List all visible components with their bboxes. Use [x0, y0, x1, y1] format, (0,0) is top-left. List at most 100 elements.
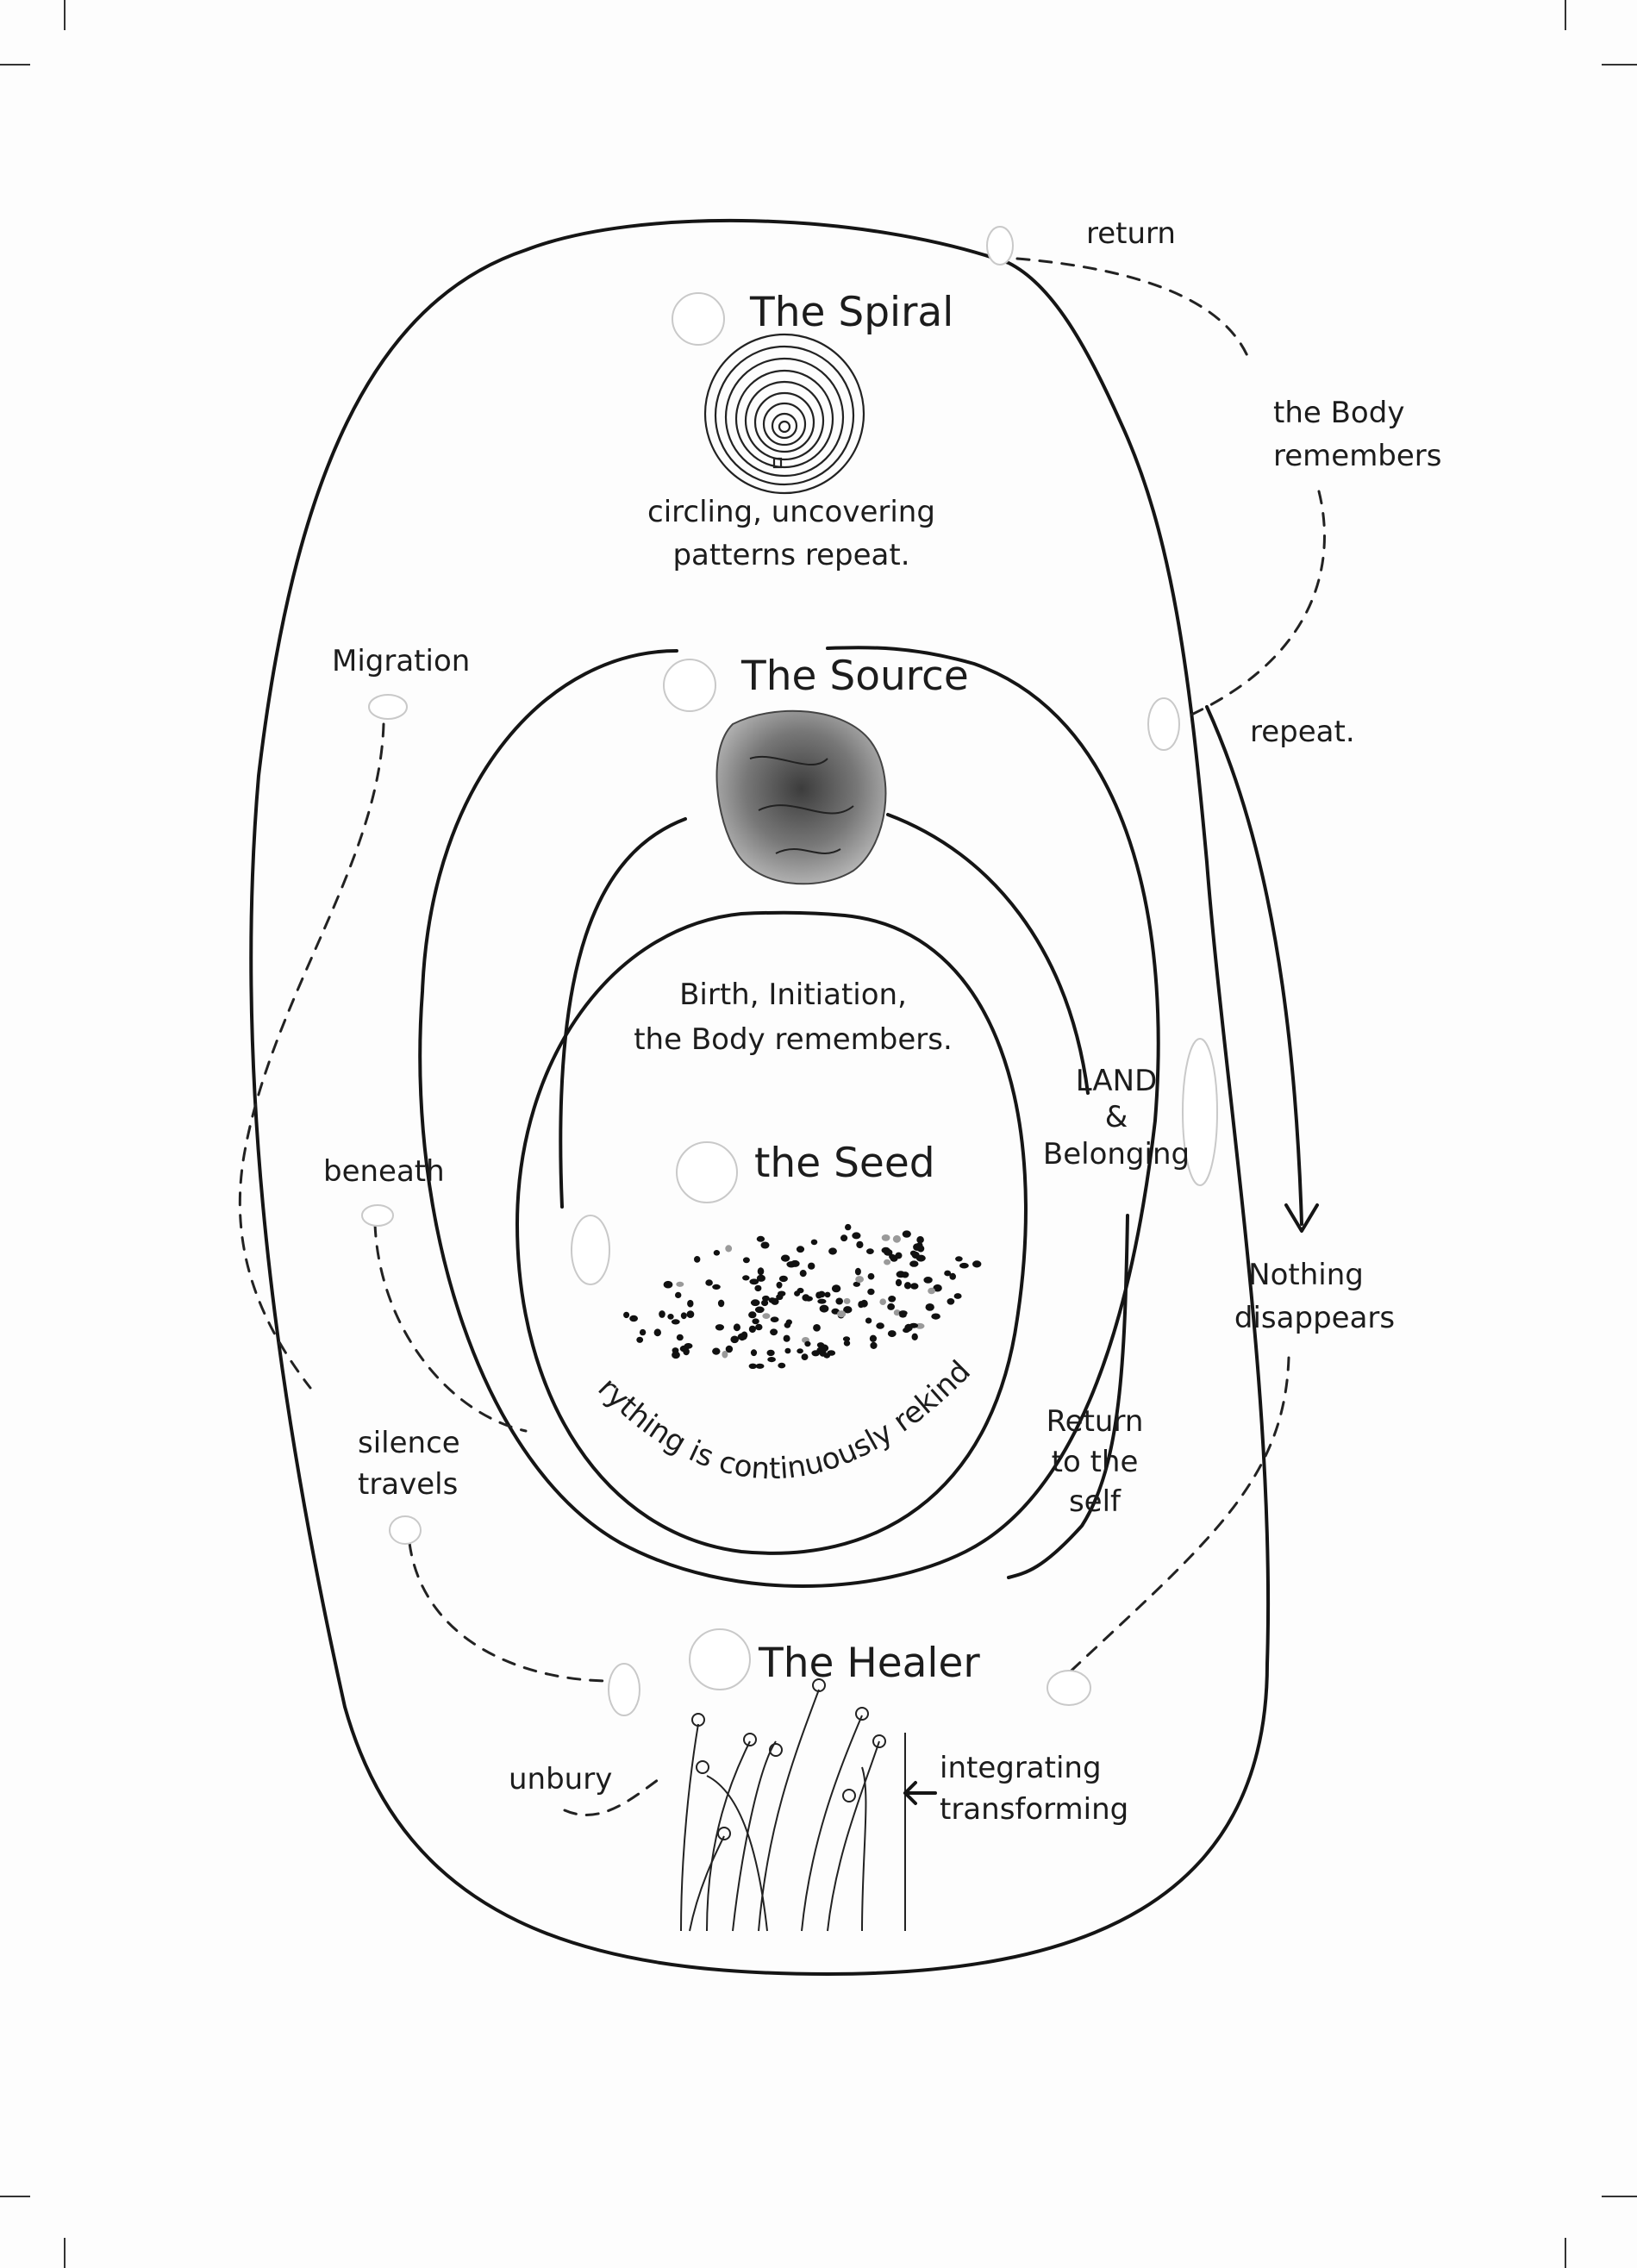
seed-dot	[949, 1272, 956, 1280]
seed-dot	[756, 1274, 766, 1282]
seed-dot	[931, 1313, 940, 1320]
seed-dot	[856, 1240, 864, 1249]
label-unbury: unbury	[509, 1762, 612, 1796]
seed-dot	[686, 1310, 695, 1318]
seed-dot	[680, 1312, 687, 1320]
seed-dot	[713, 1250, 721, 1256]
label-return-self-2: to the	[1052, 1445, 1139, 1479]
seed-dot	[667, 1314, 674, 1320]
seed-dot	[892, 1234, 901, 1243]
seed-dot	[887, 1303, 895, 1310]
dash-body-remembers	[1188, 490, 1326, 717]
seed-dot	[819, 1304, 829, 1313]
seed-dot	[748, 1325, 757, 1334]
stone-icon	[715, 709, 887, 885]
seed-dot	[903, 1328, 910, 1334]
spiral-caption-2: patterns repeat.	[672, 538, 909, 572]
dash-return	[1015, 257, 1252, 364]
seed-dot	[944, 1270, 952, 1277]
healer-flowers-icon	[680, 1678, 906, 1932]
seed-dot	[898, 1310, 908, 1316]
seed-dot	[858, 1301, 865, 1309]
label-silence-1: silence	[358, 1426, 460, 1460]
integrating-arrow	[903, 1781, 937, 1805]
seed-dot	[810, 1239, 818, 1246]
seed-dot	[754, 1306, 765, 1314]
dash-nothing	[1059, 1356, 1290, 1683]
seed-dot	[750, 1349, 758, 1357]
label-repeat: repeat.	[1250, 715, 1355, 749]
label-migration: Migration	[332, 644, 470, 678]
cloud-markers	[361, 226, 1218, 1716]
seed-dots	[623, 1223, 982, 1370]
seed-dot	[824, 1291, 831, 1298]
seed-dot	[675, 1291, 682, 1298]
seed-dot	[813, 1324, 821, 1332]
seed-dot	[903, 1282, 912, 1290]
seed-dot	[766, 1349, 775, 1357]
seed-caption-top-1: Birth, Initiation,	[679, 978, 907, 1012]
seed-dot	[778, 1290, 786, 1296]
seed-dot	[855, 1276, 864, 1284]
source-loop	[418, 646, 1160, 1588]
seed-dot	[672, 1351, 680, 1359]
seed-dot	[771, 1297, 779, 1305]
seed-dot	[925, 1303, 934, 1311]
seed-dot	[712, 1284, 721, 1290]
seed-dot	[842, 1336, 851, 1342]
seed-dot	[748, 1311, 757, 1319]
seed-dot	[843, 1297, 851, 1304]
seed-dot	[804, 1340, 811, 1347]
seed-dot	[659, 1310, 665, 1318]
seed-dot	[730, 1335, 739, 1344]
seed-dot	[778, 1362, 786, 1369]
seed-dot	[676, 1334, 684, 1341]
seed-dot	[811, 1350, 820, 1357]
seed-dot	[972, 1260, 982, 1268]
seed-dot	[884, 1249, 893, 1256]
seed-dot	[923, 1277, 933, 1284]
seed-dot	[725, 1245, 733, 1253]
seed-dot	[760, 1241, 770, 1249]
dash-migration	[238, 722, 385, 1390]
seed-dot	[761, 1299, 769, 1307]
seed-dot	[694, 1256, 701, 1263]
seed-dot	[786, 1261, 797, 1268]
seed-dot	[955, 1256, 963, 1262]
seed-dot	[893, 1309, 901, 1316]
seed-dot	[802, 1294, 810, 1302]
seed-dot	[817, 1298, 827, 1304]
seed-dot	[784, 1347, 791, 1354]
seed-dot	[733, 1323, 741, 1332]
seed-dot	[715, 1324, 725, 1331]
seed-dot	[676, 1281, 684, 1287]
seed-dot	[819, 1344, 829, 1353]
seed-dot	[755, 1323, 763, 1331]
seed-dot	[754, 1284, 762, 1292]
label-nothing-2: disappears	[1234, 1301, 1395, 1335]
seed-dot	[895, 1278, 903, 1287]
seed-dot	[911, 1333, 918, 1341]
spiral-title: The Spiral	[749, 289, 953, 336]
dash-silence	[408, 1541, 614, 1683]
seed-dot	[639, 1328, 647, 1336]
seed-dot	[827, 1350, 836, 1356]
label-integrating-2: transforming	[940, 1792, 1128, 1827]
seed-dot	[916, 1236, 924, 1244]
seed-dot	[909, 1260, 919, 1267]
spiral-icon	[703, 333, 865, 495]
seed-dot	[742, 1275, 750, 1281]
label-nothing-1: Nothing	[1248, 1258, 1364, 1292]
label-body-remembers-2: remembers	[1273, 439, 1442, 473]
label-integrating-1: integrating	[940, 1751, 1102, 1785]
seed-dot	[742, 1257, 750, 1264]
source-title: The Source	[740, 653, 969, 700]
seed-loop	[515, 910, 1028, 1555]
spiral-caption-1: circling, uncovering	[647, 495, 935, 529]
seed-dot	[947, 1298, 955, 1305]
seed-dot	[884, 1259, 891, 1265]
seed-dot	[867, 1272, 875, 1280]
seed-dot	[780, 1254, 790, 1262]
